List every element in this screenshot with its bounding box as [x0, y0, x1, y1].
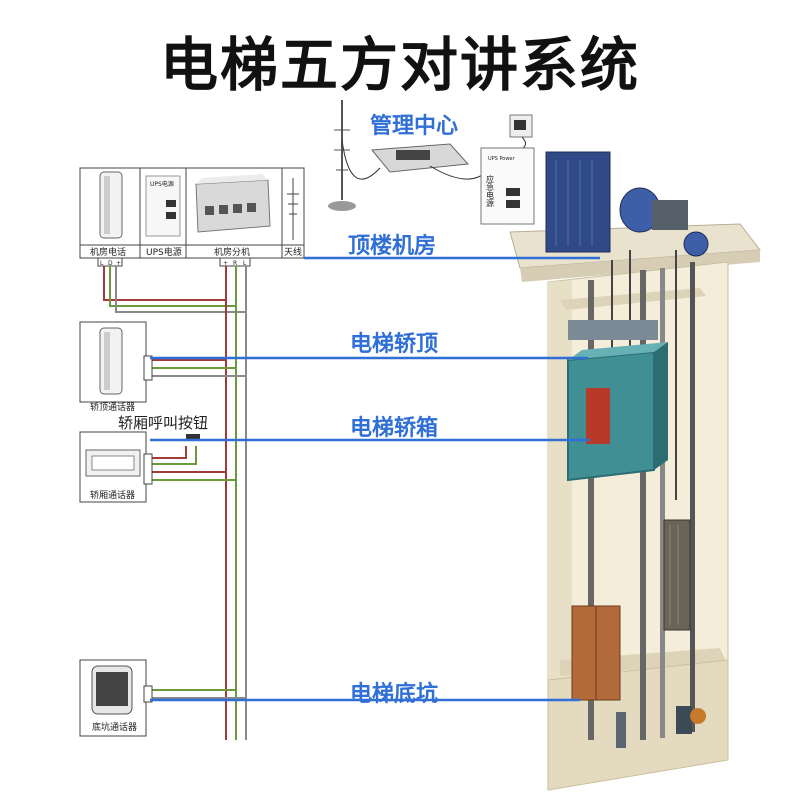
label-management-center: 管理中心	[370, 114, 459, 139]
machine-phone-caption: 机房电话	[90, 246, 126, 258]
connector-lines	[150, 256, 600, 702]
car-call-button-caption: 轿厢呼叫按钮	[118, 414, 208, 432]
car-top-intercom-caption: 轿顶通话器	[90, 401, 135, 413]
management-center: UPS Power 应急电源	[328, 100, 535, 225]
ext-terminal-2: R	[233, 260, 237, 267]
antenna-caption: 天线	[284, 246, 302, 258]
emergency-power-label: 应急电源	[486, 174, 495, 208]
ups-power-label: UPS Power	[488, 156, 515, 162]
phone-terminal-3: +	[116, 260, 121, 267]
phone-terminal-1: L	[100, 260, 104, 267]
machine-ext-caption: 机房分机	[214, 246, 250, 258]
wiring	[103, 266, 247, 740]
label-machine-room: 顶楼机房	[348, 234, 437, 259]
ext-terminal-3: L	[243, 260, 247, 267]
ext-terminal-1: +	[223, 260, 228, 267]
label-car: 电梯轿箱	[350, 416, 439, 441]
car-intercom-caption: 轿厢通话器	[90, 489, 135, 501]
car-top-intercom: 轿顶通话器	[79, 321, 153, 413]
phone-terminal-2: D	[108, 260, 113, 267]
pit-intercom: 底坑通话器	[79, 659, 153, 737]
label-car-top: 电梯轿顶	[350, 332, 439, 357]
car-intercom: 轿厢呼叫按钮 轿厢通话器	[79, 414, 208, 503]
ups-face-label: UPS电源	[150, 180, 174, 188]
elevator-shaft	[509, 151, 761, 791]
label-pit: 电梯底坑	[350, 682, 439, 707]
pit-intercom-caption: 底坑通话器	[92, 721, 137, 733]
page-title: 电梯五方对讲系统	[159, 31, 640, 99]
machine-room-equipment: UPS电源 机房电话 UPS电源 机房分机 天线 L D +	[79, 167, 305, 267]
ups-caption: UPS电源	[146, 246, 182, 258]
